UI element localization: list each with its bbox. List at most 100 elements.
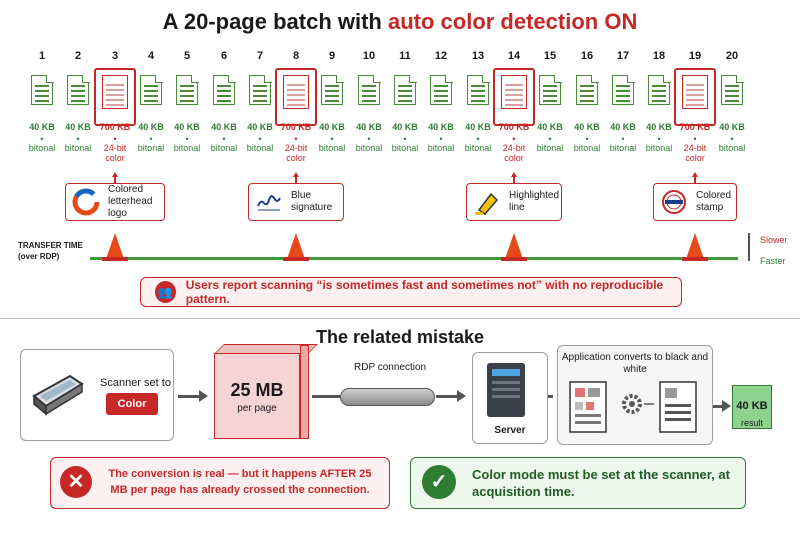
page-mode: bitonal (355, 143, 383, 153)
page-size: 700 KB (498, 122, 530, 132)
page-mode: bitonal (246, 143, 274, 153)
page-size: 40 KB (574, 122, 600, 132)
color-document-icon (102, 75, 128, 109)
bullet-separator: • (258, 134, 262, 144)
page-size: 40 KB (537, 122, 563, 132)
error-x-icon: ✕ (60, 466, 92, 498)
color-page-highlight (275, 68, 317, 126)
flow-arrowhead-1 (199, 390, 208, 402)
color-reason-callout: Colored letterhead logo (65, 183, 165, 221)
bullet-separator: • (222, 134, 226, 144)
flow-arrow-2 (312, 395, 340, 398)
page-number: 16 (580, 50, 594, 62)
page-number: 11 (399, 50, 411, 62)
traffic-cone-icon (106, 233, 124, 259)
page-number: 12 (434, 50, 448, 62)
rdp-label: RDP connection (354, 362, 427, 373)
page-mode: bitonal (391, 143, 419, 153)
page-number: 7 (256, 50, 264, 62)
bitonal-document-icon (539, 74, 562, 105)
color-reason-callout: Blue signature (248, 183, 344, 221)
bitonal-document-icon (612, 74, 635, 105)
transfer-time-label: TRANSFER TIME(over RDP) (18, 241, 83, 261)
page-size: 40 KB (138, 122, 164, 132)
speed-scale-arrow (748, 233, 750, 261)
pointer-line (295, 176, 297, 184)
page-size: 40 KB (65, 122, 91, 132)
page-mode: bitonal (173, 143, 201, 153)
bitonal-document-icon (430, 74, 453, 105)
page-number: 8 (292, 50, 300, 62)
bullet-separator: • (476, 134, 480, 144)
color-page-highlight (674, 68, 716, 126)
bullet-separator: • (113, 134, 117, 144)
bullet-separator: • (367, 134, 371, 144)
user-report-text: Users report scanning “is sometimes fast… (185, 278, 664, 306)
page-size: 40 KB (247, 122, 273, 132)
traffic-cone-base (501, 257, 527, 261)
result-sub: result (740, 418, 763, 428)
page-size: 40 KB (211, 122, 237, 132)
page-number: 19 (688, 50, 702, 62)
page-size: 700 KB (99, 122, 131, 132)
page-mode: bitonal (573, 143, 601, 153)
page-number: 13 (471, 50, 485, 62)
color-reason-callout: Colored stamp (653, 183, 737, 221)
pointer-line (114, 176, 116, 184)
result-block (732, 385, 772, 429)
server-label: Server (494, 425, 526, 436)
page-mode: bitonal (427, 143, 455, 153)
page-number: 9 (328, 50, 336, 62)
page-mode: bitonal (318, 143, 346, 153)
bullet-separator: • (330, 134, 334, 144)
page-mode: 24-bit color (103, 143, 127, 163)
bullet-separator: • (693, 134, 697, 144)
warning-text: The conversion is real — but it happens … (108, 468, 372, 496)
page-title: A 20-page batch with auto color detectio… (162, 9, 638, 34)
page-size: 40 KB (646, 122, 672, 132)
page-size: 700 KB (679, 122, 711, 132)
page-size: 40 KB (465, 122, 491, 132)
bitonal-document-icon (358, 74, 381, 105)
users-icon: 👥 (155, 281, 176, 303)
logo-icon (72, 188, 100, 216)
page-mode: bitonal (28, 143, 56, 153)
bullet-separator: • (621, 134, 625, 144)
page-number: 4 (147, 50, 155, 62)
section-title: The related mistake (315, 327, 485, 347)
page-number: 14 (507, 50, 521, 62)
solution-panel (410, 457, 746, 509)
scanner-icon (32, 374, 84, 416)
traffic-cone-icon (505, 233, 523, 259)
bullet-separator: • (40, 134, 44, 144)
color-document-icon (283, 75, 309, 109)
warning-panel (50, 457, 390, 509)
bitonal-document-icon (213, 74, 236, 105)
conversion-icon (569, 381, 697, 433)
page-mode: bitonal (536, 143, 564, 153)
color-page-highlight (493, 68, 535, 126)
bitonal-document-icon (176, 74, 199, 105)
pointer-line (513, 176, 515, 184)
faster-label: Faster (760, 256, 786, 266)
scanner-label: Scanner set to (100, 377, 171, 389)
bitonal-document-icon (394, 74, 417, 105)
bullet-separator: • (403, 134, 407, 144)
bitonal-document-icon (140, 74, 163, 105)
bitonal-document-icon (67, 74, 90, 105)
page-size: 40 KB (392, 122, 418, 132)
page-mode: bitonal (464, 143, 492, 153)
callout-text: Blue signature (291, 190, 333, 213)
application-label: Application converts to black and white (561, 352, 709, 375)
payload-cube (214, 353, 300, 439)
bitonal-document-icon (467, 74, 490, 105)
bullet-separator: • (657, 134, 661, 144)
page-mode: 24-bit color (502, 143, 526, 163)
bitonal-document-icon (576, 74, 599, 105)
page-number: 6 (220, 50, 228, 62)
bullet-separator: • (548, 134, 552, 144)
payload-sub: per page (237, 403, 277, 414)
page-size: 40 KB (719, 122, 745, 132)
callout-text: Highlighted line (509, 190, 560, 213)
pointer-arrowhead (112, 172, 118, 177)
